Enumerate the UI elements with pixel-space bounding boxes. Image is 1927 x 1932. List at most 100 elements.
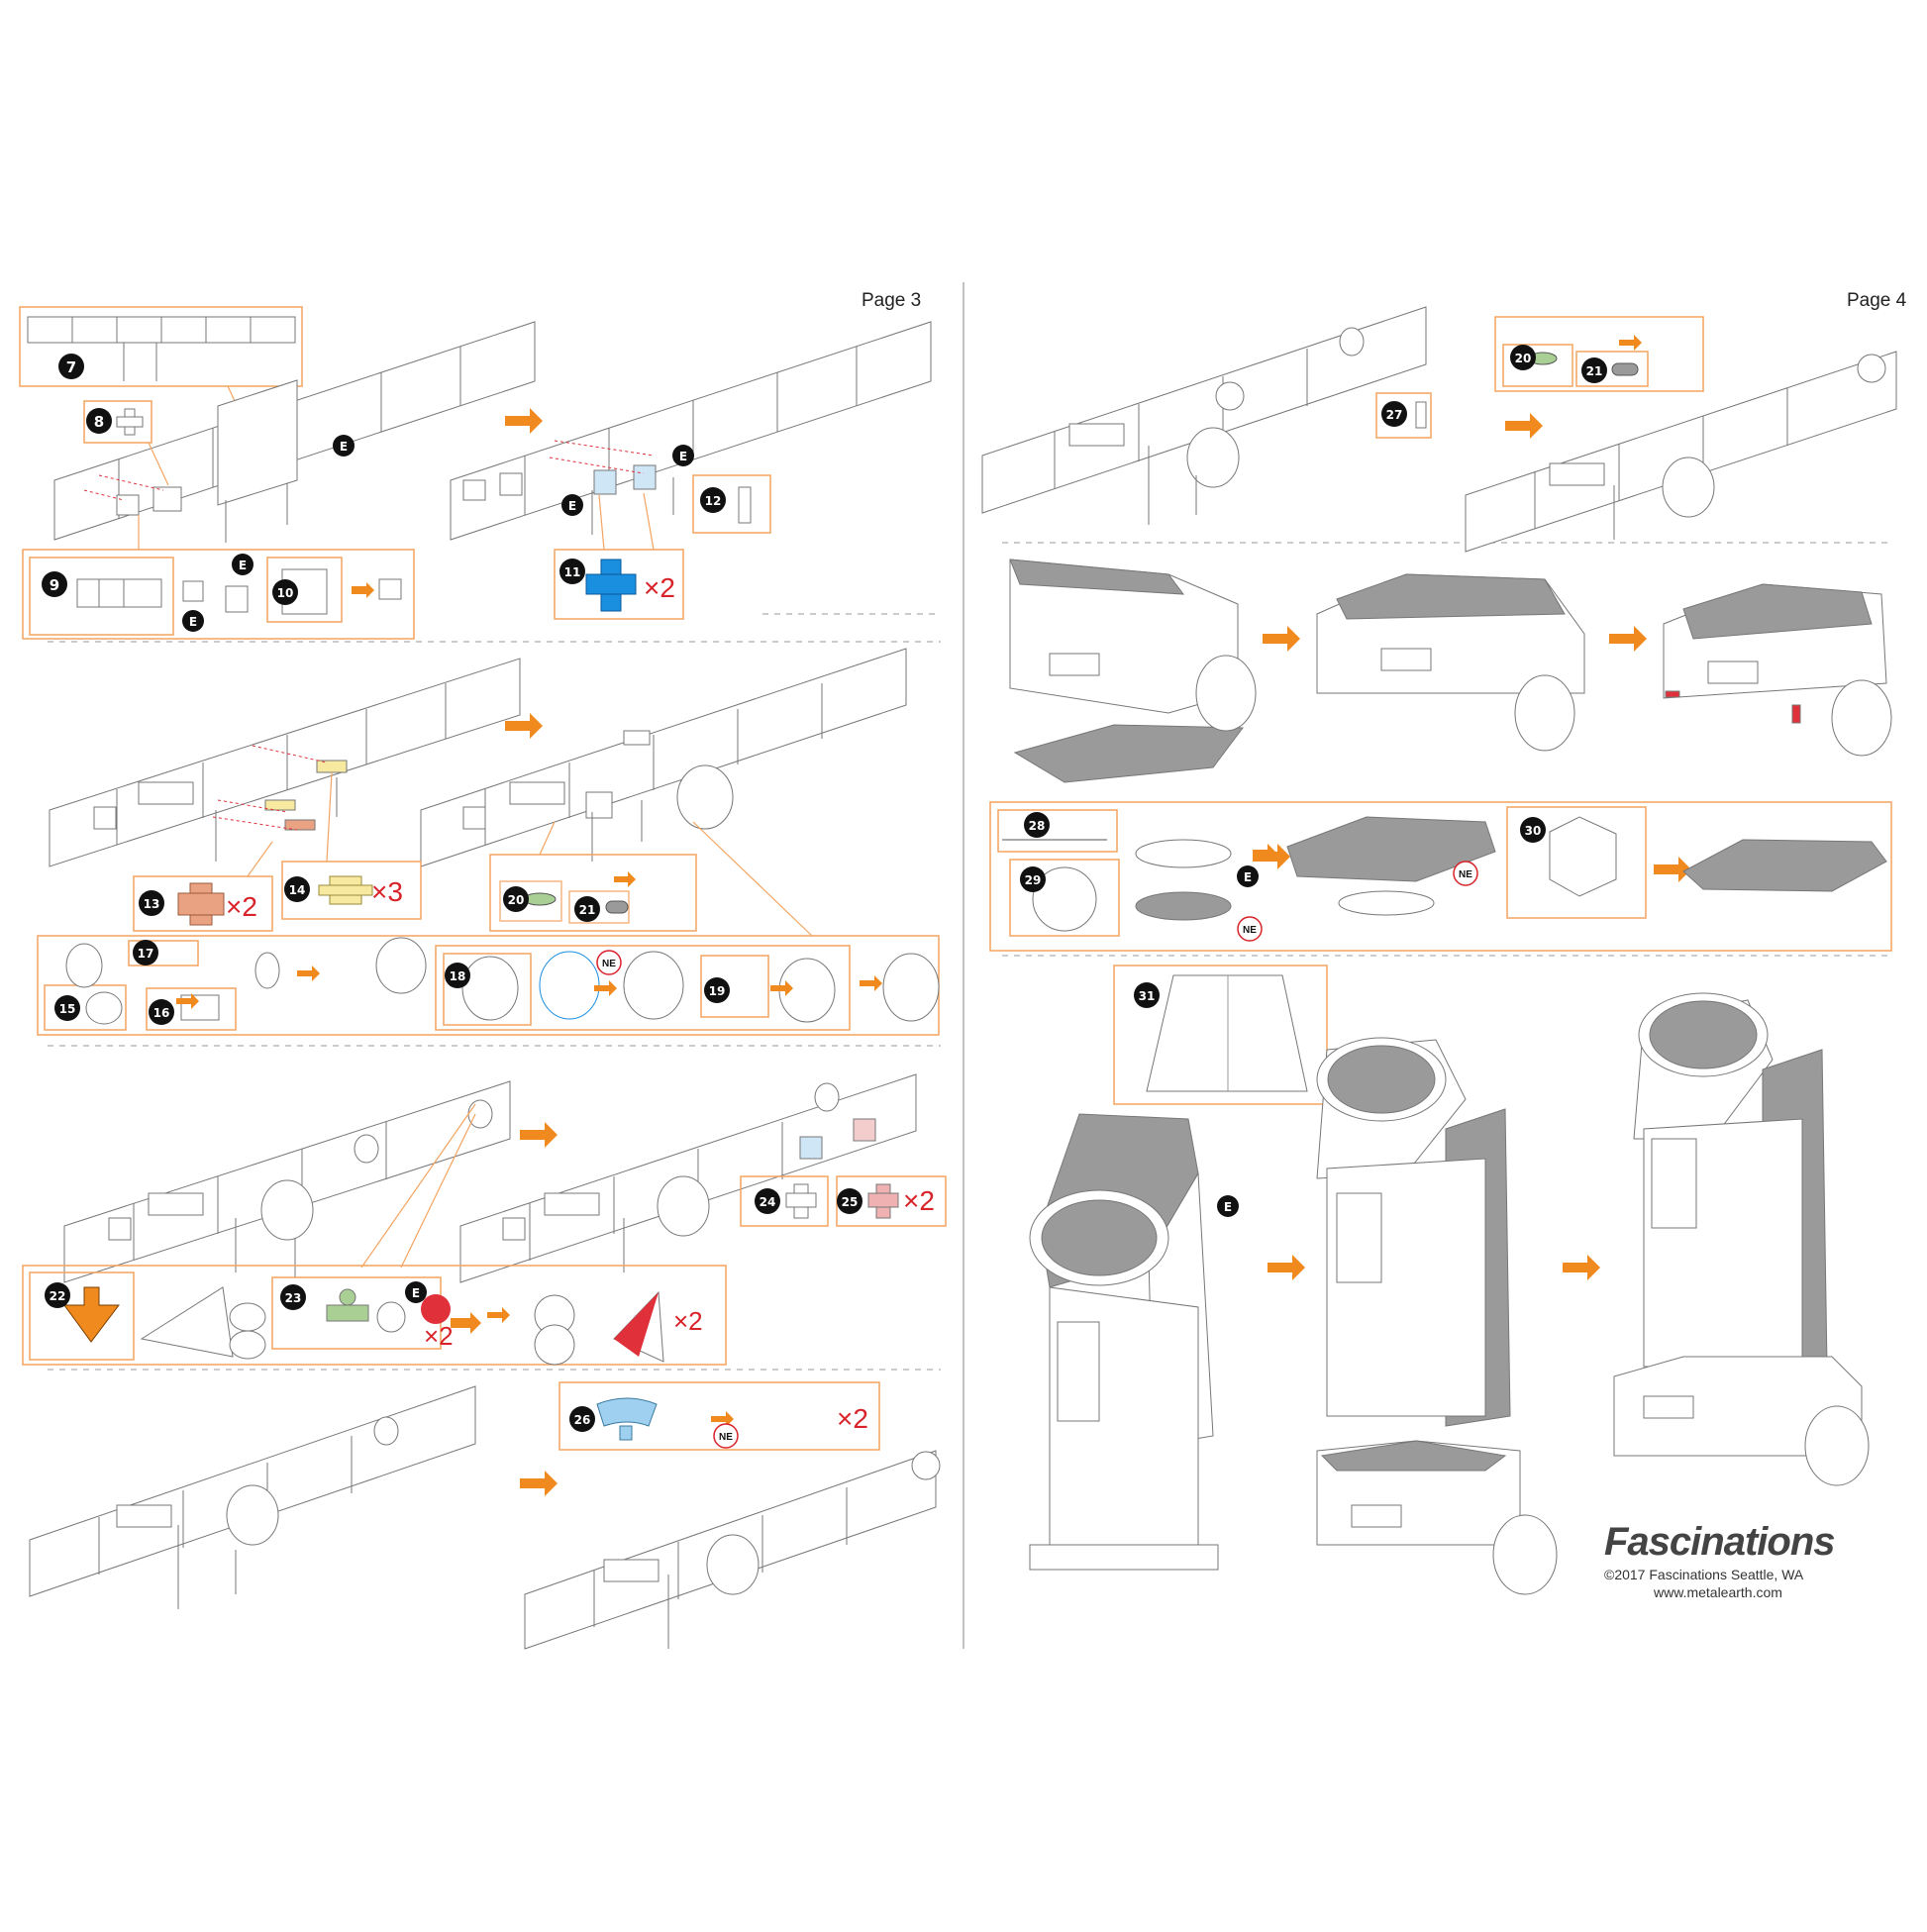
badge-15: 15 (54, 995, 80, 1021)
callout-28-30 (989, 801, 1892, 952)
badge-15-label: 15 (59, 1002, 76, 1016)
badge-31-label: 31 (1139, 989, 1156, 1003)
qty-25: ×2 (903, 1185, 935, 1216)
panel-row-2 (49, 658, 521, 867)
qty-14: ×3 (371, 876, 403, 907)
e-marker-label: E (679, 450, 687, 463)
badge-21-p4: 21 (1581, 357, 1607, 383)
badge-25: 25 (837, 1188, 862, 1214)
guide-lines-row-1 (83, 474, 164, 501)
qty-22b: ×2 (673, 1306, 703, 1336)
e-marker: E (232, 554, 254, 575)
panel-row-2-assembled (420, 648, 907, 867)
ne-marker-label: NE (602, 959, 616, 969)
ne-marker-label: NE (719, 1432, 733, 1443)
guide-lines-row-1b (549, 440, 655, 474)
e-marker-label: E (340, 440, 348, 454)
callout-8 (83, 400, 152, 444)
website-link[interactable]: www.metalearth.com (1654, 1584, 1782, 1600)
badge-18-label: 18 (450, 969, 466, 983)
ne-marker-label: NE (1243, 925, 1257, 936)
callout-13 (133, 875, 273, 932)
e-marker: E (333, 435, 355, 457)
badge-8-label: 8 (94, 413, 104, 431)
callout-20-21-p4 (1494, 316, 1704, 392)
badge-19-label: 19 (709, 984, 726, 998)
e-marker-label: E (568, 499, 576, 513)
badge-30-label: 30 (1525, 824, 1542, 838)
badge-20-p4-label: 20 (1515, 352, 1532, 365)
callout-7 (19, 306, 303, 387)
panel-row-3-assembled (459, 1073, 917, 1283)
e-marker: E (405, 1281, 427, 1303)
badge-27: 27 (1381, 401, 1407, 427)
arrow-small-9 (352, 582, 374, 598)
panel-row-5 (981, 306, 1427, 525)
badge-19: 19 (704, 977, 730, 1003)
callout-12 (692, 474, 771, 534)
e-marker: E (672, 445, 694, 466)
e-marker: E (1217, 1195, 1239, 1217)
badge-21-p4-label: 21 (1586, 364, 1603, 378)
badge-21-label: 21 (579, 903, 596, 917)
badge-16: 16 (149, 999, 174, 1025)
ne-marker: NE (713, 1423, 739, 1449)
badge-20: 20 (503, 886, 529, 912)
qty-13: ×2 (226, 891, 257, 922)
badge-9: 9 (42, 571, 67, 597)
callout-14 (281, 861, 422, 920)
panel-row-4-assembled (524, 1450, 941, 1650)
ne-marker: NE (1237, 916, 1263, 942)
badge-11: 11 (559, 559, 585, 584)
e-marker: E (182, 610, 204, 632)
part-11 (585, 559, 637, 612)
badge-14: 14 (284, 876, 310, 902)
callout-11 (554, 549, 684, 620)
badge-27-label: 27 (1386, 408, 1403, 422)
page-label-3: Page 3 (862, 290, 922, 311)
callout-24 (740, 1175, 829, 1227)
e-marker-label: E (239, 559, 247, 572)
badge-8: 8 (86, 408, 112, 434)
badge-18: 18 (445, 963, 470, 988)
panel-row-4 (29, 1385, 476, 1609)
e-marker-label: E (1244, 870, 1252, 884)
badge-24-label: 24 (760, 1195, 776, 1209)
badge-7: 7 (58, 354, 84, 379)
copyright: ©2017 Fascinations Seattle, WA (1604, 1567, 1804, 1582)
hex-base-2 (1316, 573, 1585, 752)
qty-23: ×2 (424, 1321, 454, 1351)
badge-23-label: 23 (285, 1291, 302, 1305)
badge-28-label: 28 (1029, 819, 1046, 833)
badge-29: 29 (1020, 866, 1046, 892)
callout-27 (1375, 392, 1432, 439)
ne-marker-label: NE (1459, 869, 1472, 880)
e-marker-label: E (189, 615, 197, 629)
ne-marker: NE (596, 950, 622, 975)
badge-16-label: 16 (153, 1006, 170, 1020)
section-separators (48, 542, 1893, 1371)
page-label-4: Page 4 (1847, 290, 1907, 311)
telescope-3 (1613, 992, 1870, 1486)
badge-10: 10 (272, 579, 298, 605)
callout-31 (1113, 965, 1328, 1105)
panel-row-5-assembled (1465, 351, 1897, 553)
badge-20-label: 20 (508, 893, 525, 907)
qty-26: ×2 (837, 1403, 868, 1434)
part-22 (63, 1286, 121, 1343)
badge-25-label: 25 (842, 1195, 859, 1209)
badge-23: 23 (280, 1284, 306, 1310)
badge-10-label: 10 (277, 586, 294, 600)
badge-29-label: 29 (1025, 873, 1042, 887)
panel-strip-7 (27, 316, 296, 381)
badge-13-label: 13 (144, 897, 160, 911)
badge-20-p4: 20 (1510, 345, 1536, 370)
e-marker: E (561, 494, 583, 516)
brand-block: Fascinations ©2017 Fascinations Seattle,… (1604, 1520, 1891, 1600)
callout-20-21 (489, 854, 697, 932)
brand-logo: Fascinations (1604, 1520, 1836, 1564)
step-arrows-page3 (451, 408, 558, 1496)
badge-22: 22 (45, 1282, 70, 1308)
